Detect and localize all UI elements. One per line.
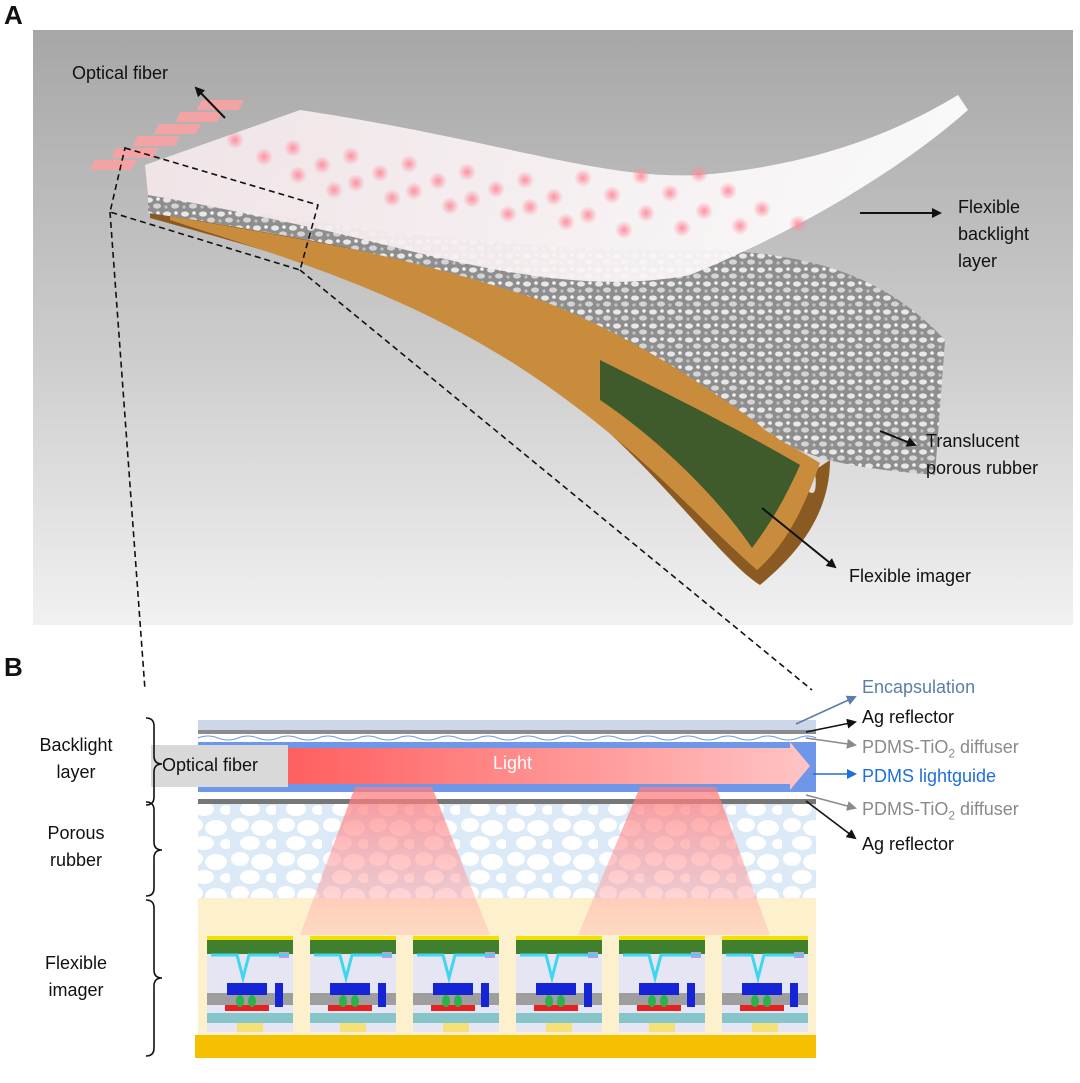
pixel-cell bbox=[413, 936, 499, 1032]
brace-backlight bbox=[145, 717, 163, 806]
light-spot bbox=[603, 186, 621, 204]
flexible-imager-label: Flexible imager bbox=[849, 566, 972, 586]
zoom-line-right bbox=[299, 269, 813, 691]
light-spot bbox=[690, 165, 708, 183]
device-3d-rendering bbox=[89, 95, 968, 585]
lightguide-label: PDMS lightguide bbox=[862, 766, 997, 786]
light-spot bbox=[632, 167, 650, 185]
pixel-cell bbox=[619, 936, 705, 1032]
light-spot bbox=[429, 172, 447, 190]
light-spot bbox=[226, 131, 244, 149]
ag-reflector-bottom-label: Ag reflector bbox=[862, 834, 955, 854]
diffuser-bottom-label: PDMS-TiO2 diffuser bbox=[862, 799, 1019, 823]
cross-section bbox=[151, 720, 817, 1058]
pixel-row bbox=[207, 936, 808, 1032]
light-spot bbox=[574, 169, 592, 187]
light-spot bbox=[405, 182, 423, 200]
light-spot bbox=[342, 147, 360, 165]
pixel-cell bbox=[207, 936, 293, 1032]
diffuser-bottom bbox=[198, 792, 816, 799]
light-spot bbox=[521, 198, 539, 216]
light-spot bbox=[400, 155, 418, 173]
light-spot bbox=[615, 221, 633, 239]
light-spot bbox=[579, 206, 597, 224]
light-spot bbox=[313, 156, 331, 174]
diffuser-top-arrow bbox=[805, 737, 857, 749]
ag-reflector-bottom bbox=[198, 799, 816, 804]
optical-fiber-box-label: Optical fiber bbox=[162, 755, 259, 775]
brace-imager bbox=[145, 899, 163, 1057]
light-spot bbox=[789, 215, 807, 233]
backlight-layer-label: Backlight layer bbox=[39, 735, 113, 782]
light-spot bbox=[347, 174, 365, 192]
optical-fiber-arrow bbox=[194, 86, 226, 119]
encapsulation-label: Encapsulation bbox=[862, 677, 976, 697]
ag-top-arrow bbox=[805, 718, 857, 733]
porous-rubber-label: Porous rubber bbox=[47, 823, 105, 870]
light-spot bbox=[463, 190, 481, 208]
light-spot bbox=[661, 184, 679, 202]
optical-fiber-box bbox=[151, 745, 288, 787]
flexible-imager-side-label: Flexible imager bbox=[44, 953, 108, 1000]
optical-fiber-label: Optical fiber bbox=[72, 63, 169, 83]
light-spot bbox=[516, 171, 534, 189]
light-spot bbox=[731, 217, 749, 235]
translucent-rubber-label: Translucent porous rubber bbox=[926, 431, 1039, 478]
light-spot bbox=[383, 189, 401, 207]
light-spot bbox=[284, 139, 302, 157]
encapsulation-layer bbox=[198, 720, 816, 730]
imager-pixel-array bbox=[600, 360, 800, 548]
light-cone-left bbox=[300, 787, 490, 935]
light-spot bbox=[325, 181, 343, 199]
light-beam-arrow bbox=[288, 742, 810, 790]
panel-b-letter: B bbox=[4, 652, 23, 682]
light-spot bbox=[371, 164, 389, 182]
light-spot bbox=[441, 197, 459, 215]
light-spot bbox=[673, 219, 691, 237]
encapsulation-arrow bbox=[795, 695, 857, 725]
imager-substrate-strip bbox=[195, 1035, 816, 1058]
optical-fiber-bundle bbox=[89, 100, 244, 170]
light-spot bbox=[753, 200, 771, 218]
light-spot bbox=[499, 205, 517, 223]
light-spot bbox=[458, 163, 476, 181]
diffuser-bottom-arrow bbox=[805, 794, 857, 811]
light-spot bbox=[557, 213, 575, 231]
light-spot bbox=[487, 180, 505, 198]
ag-reflector-top bbox=[198, 730, 816, 734]
porous-rubber-block bbox=[148, 195, 945, 475]
light-cone-right bbox=[578, 787, 770, 935]
light-spot bbox=[255, 148, 273, 166]
panel-a-letter: A bbox=[4, 0, 23, 30]
ag-reflector-top-label: Ag reflector bbox=[862, 707, 955, 727]
ag-bottom-arrow bbox=[805, 800, 857, 840]
light-label: Light bbox=[493, 753, 533, 773]
diffuser-top-label: PDMS-TiO2 diffuser bbox=[862, 737, 1019, 761]
light-spot bbox=[695, 202, 713, 220]
zoom-box bbox=[109, 146, 319, 272]
light-spot bbox=[637, 204, 655, 222]
light-spot bbox=[719, 182, 737, 200]
imager-arrow bbox=[761, 507, 837, 569]
diffuser-top bbox=[198, 734, 816, 742]
light-spot bbox=[289, 166, 307, 184]
pixel-cell bbox=[516, 936, 602, 1032]
light-spot bbox=[545, 188, 563, 206]
pixel-cell bbox=[722, 936, 808, 1032]
rubber-arrow bbox=[879, 430, 917, 447]
brace-rubber bbox=[145, 801, 163, 897]
light-spots bbox=[226, 131, 807, 239]
pixel-cell bbox=[310, 936, 396, 1032]
flexible-backlight-label: Flexible backlight layer bbox=[958, 197, 1030, 271]
